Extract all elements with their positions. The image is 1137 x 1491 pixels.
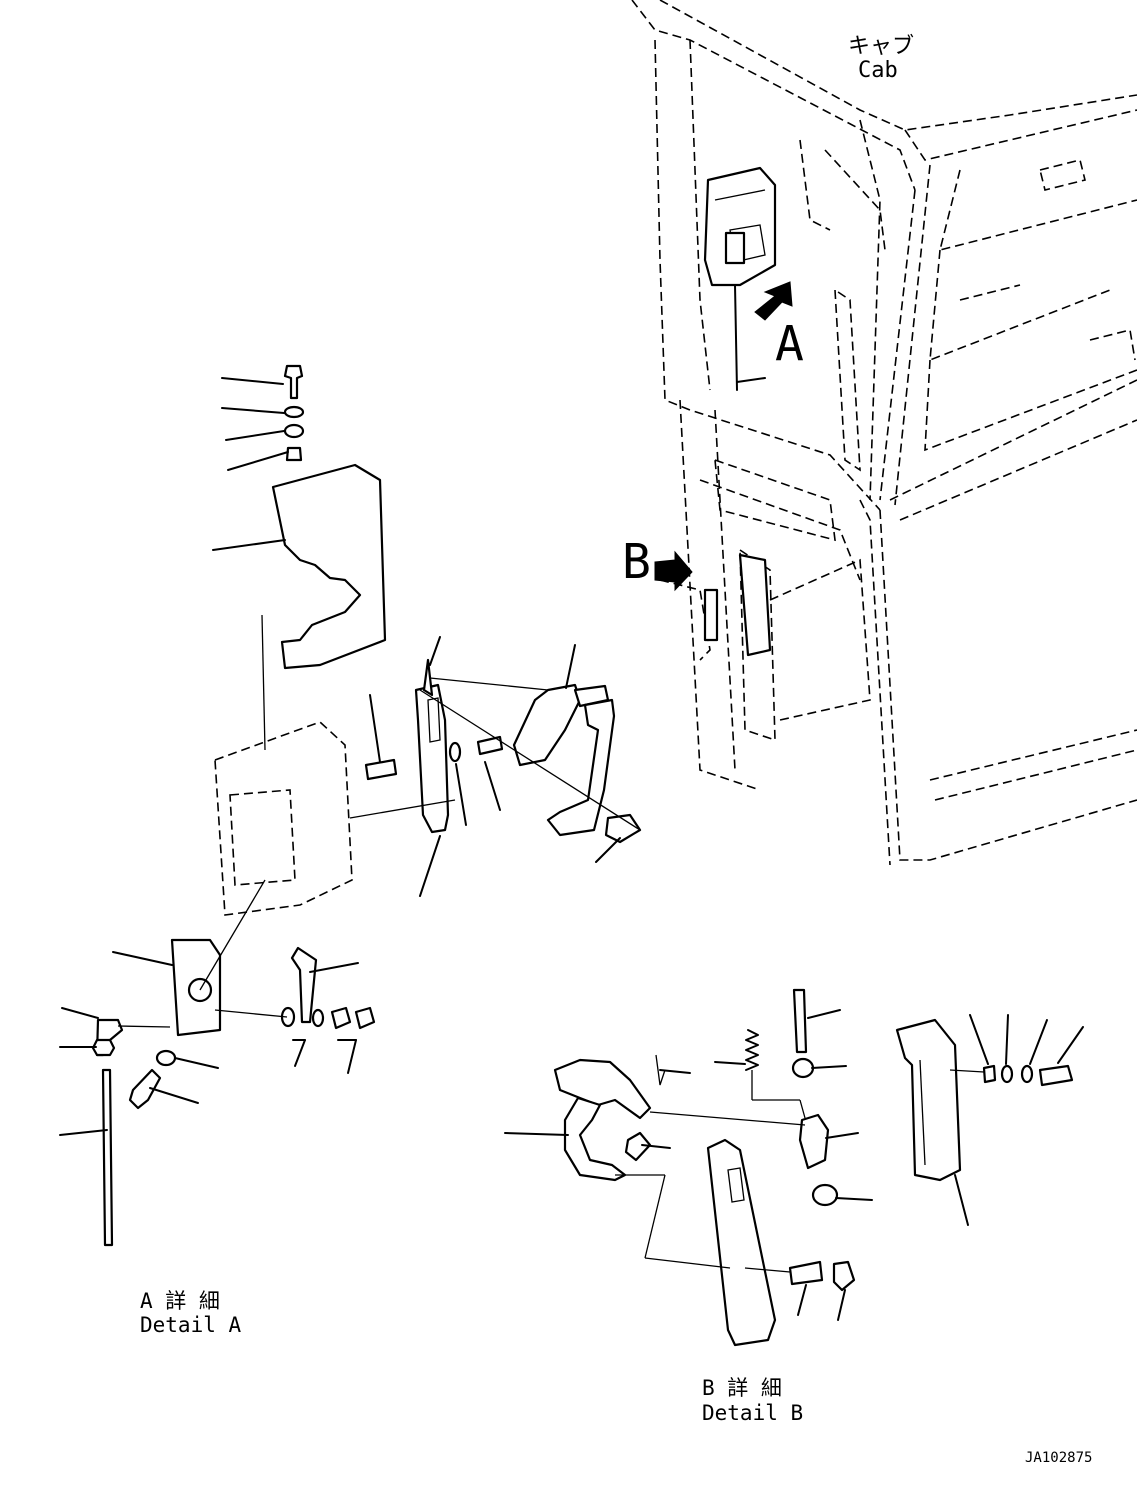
detail-b-parts	[504, 988, 1084, 1347]
cab-frame	[631, 0, 1137, 866]
arrow-a-label: A	[775, 316, 804, 372]
detail-a-parts	[59, 364, 642, 1247]
cab-latch-assembly	[703, 166, 777, 391]
detail-a-title-jp: A 詳 細	[140, 1289, 220, 1313]
arrow-a	[736, 281, 793, 383]
detail-a-title-en: Detail A	[140, 1313, 242, 1337]
cab-label-en: Cab	[858, 58, 898, 83]
arrow-b	[654, 550, 693, 592]
detail-b-title-en: Detail B	[702, 1401, 803, 1425]
cab-label-jp: キャブ	[848, 34, 914, 59]
arrow-b-label: B	[622, 534, 651, 590]
detail-b-title-jp: B 詳 細	[702, 1376, 782, 1400]
drawing-id: JA102875	[1025, 1450, 1092, 1466]
cab-handle-assembly	[703, 553, 772, 657]
